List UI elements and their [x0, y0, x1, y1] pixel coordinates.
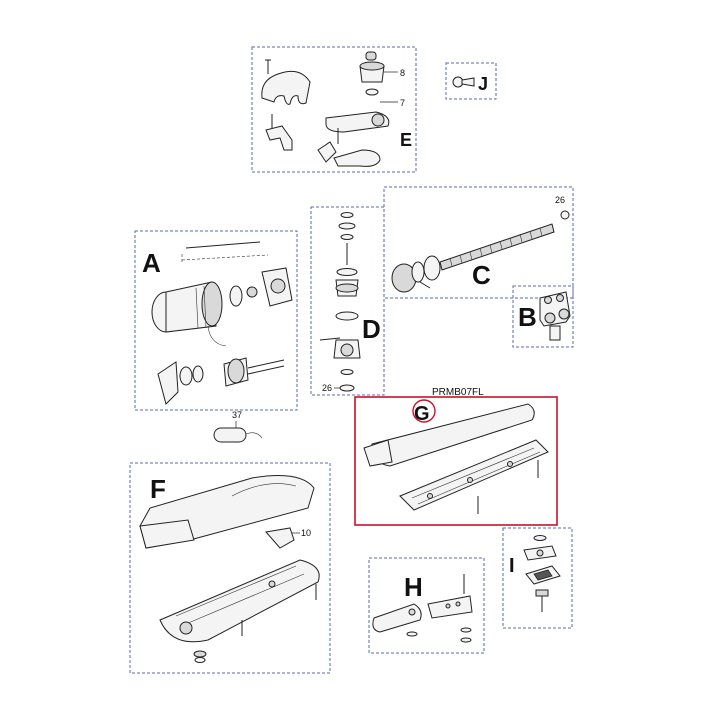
group-i[interactable]: I	[502, 527, 573, 629]
group-j[interactable]: J	[445, 62, 497, 100]
group-a[interactable]: A	[134, 230, 298, 411]
capacitor-part[interactable]: 37	[213, 410, 263, 443]
group-e[interactable]: 8 7 E	[251, 46, 417, 173]
group-c-letter: C	[472, 260, 491, 290]
e-label-8: 8	[400, 68, 405, 78]
group-b[interactable]: B	[512, 285, 574, 348]
group-e-letter: E	[400, 130, 412, 150]
group-d-letter: D	[362, 314, 381, 344]
group-b-letter: B	[518, 302, 537, 332]
group-g[interactable]: PRMB07FL G	[354, 387, 558, 526]
group-j-letter: J	[478, 74, 488, 94]
e-label-7: 7	[400, 98, 405, 108]
group-f[interactable]: F 10	[129, 462, 331, 674]
group-g-letter: G	[414, 403, 430, 425]
f-label-10: 10	[301, 528, 311, 538]
g-product-code: PRMB07FL	[432, 387, 484, 398]
group-a-letter: A	[142, 248, 161, 278]
capacitor-label: 37	[232, 410, 242, 420]
group-h-letter: H	[404, 572, 423, 602]
group-d[interactable]: D 26	[310, 206, 385, 396]
d-label-26: 26	[322, 383, 332, 393]
c-label-26: 26	[555, 195, 565, 205]
group-f-letter: F	[150, 474, 166, 504]
group-h[interactable]: H	[368, 557, 485, 654]
group-i-letter: I	[509, 555, 515, 577]
group-c[interactable]: 26 C	[383, 186, 574, 299]
